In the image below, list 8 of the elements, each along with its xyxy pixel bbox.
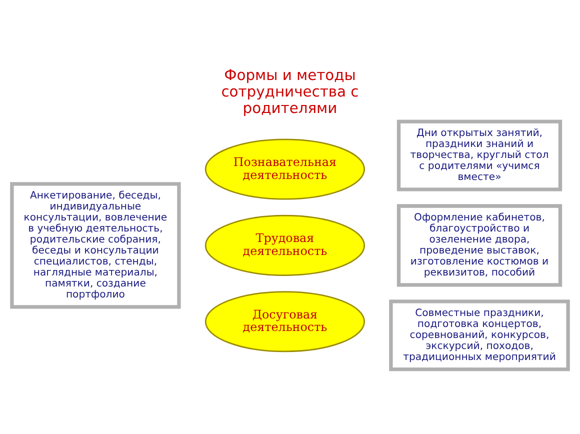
- node-box: Дни открытых занятий, праздники знаний и творчества, круглый стол с родителями «учимся вместе»: [396, 120, 562, 192]
- diagram-title: Формы и методы сотрудничества с родителями: [221, 67, 359, 118]
- node-box: Оформление кабинетов, благоустройство и озеленение двора, проведение выставок, изготовление костюмов и реквизитов, пособий: [396, 204, 562, 287]
- node-ellipse: Трудовая деятельность: [204, 214, 366, 276]
- node-box: Совместные праздники, подготовка концертов, соревнований, конкурсов, экскурсий, походов, традиционных мероприятий: [389, 300, 570, 372]
- node-ellipse: Познавательная деятельность: [204, 138, 366, 200]
- node-box: Анкетирование, беседы, индивидуальные консультации, вовлечение в учебную деятельность, родительские собрания, беседы и консультации специалистов, стенды, наглядные материалы, памятки, создание портфолио: [10, 182, 181, 309]
- node-ellipse: Досуговая деятельность: [204, 291, 366, 352]
